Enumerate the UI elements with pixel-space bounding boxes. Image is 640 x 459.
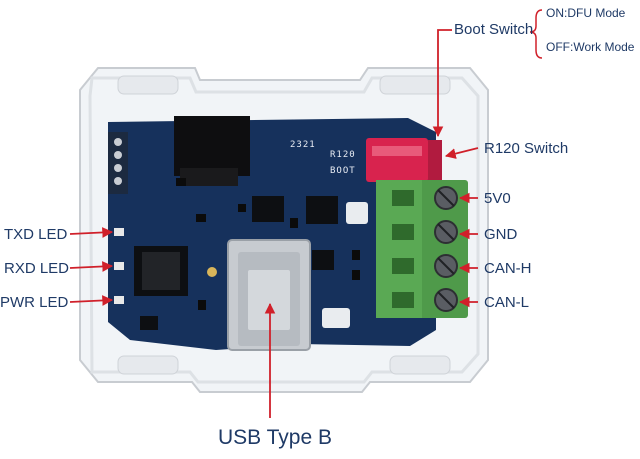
pcb-board [108,116,436,350]
label-can-l: CAN-L [484,294,530,311]
txd-led [114,228,124,236]
label-gnd: GND [484,226,518,243]
label-rxd-led: RXD LED [4,260,70,277]
pwr-led [114,296,124,304]
arrow-r120-switch [444,147,479,159]
callout-arrows [69,29,479,418]
arrow-txd-led [69,227,114,238]
label-boot-switch: Boot Switch [454,21,534,38]
terminal-block [376,180,468,318]
label-can-h: CAN-H [484,260,532,277]
usb-type-b-port [227,239,311,351]
label-usb-type-b: USB Type B [218,426,333,449]
arrow-pwr-led [69,295,114,306]
silk-boot: BOOT [330,166,356,176]
ic-chip [252,196,284,222]
pin-header [174,116,250,176]
ic-chip [306,196,338,224]
mode-brace [529,9,543,59]
silk-r120: R120 [330,150,356,160]
label-on-mode: ON:DFU Mode [546,6,626,20]
rxd-led [114,262,124,270]
label-pwr-led: PWR LED [0,294,69,311]
label-txd-led: TXD LED [4,226,68,243]
label-r120-switch: R120 Switch [484,140,569,157]
silk-code: 2321 [290,140,316,150]
arrow-boot-switch [432,29,452,138]
label-off-mode: OFF:Work Mode [546,40,635,54]
label-5v0: 5V0 [484,190,511,207]
dip-switch [366,138,442,182]
arrow-rxd-led [69,261,114,272]
